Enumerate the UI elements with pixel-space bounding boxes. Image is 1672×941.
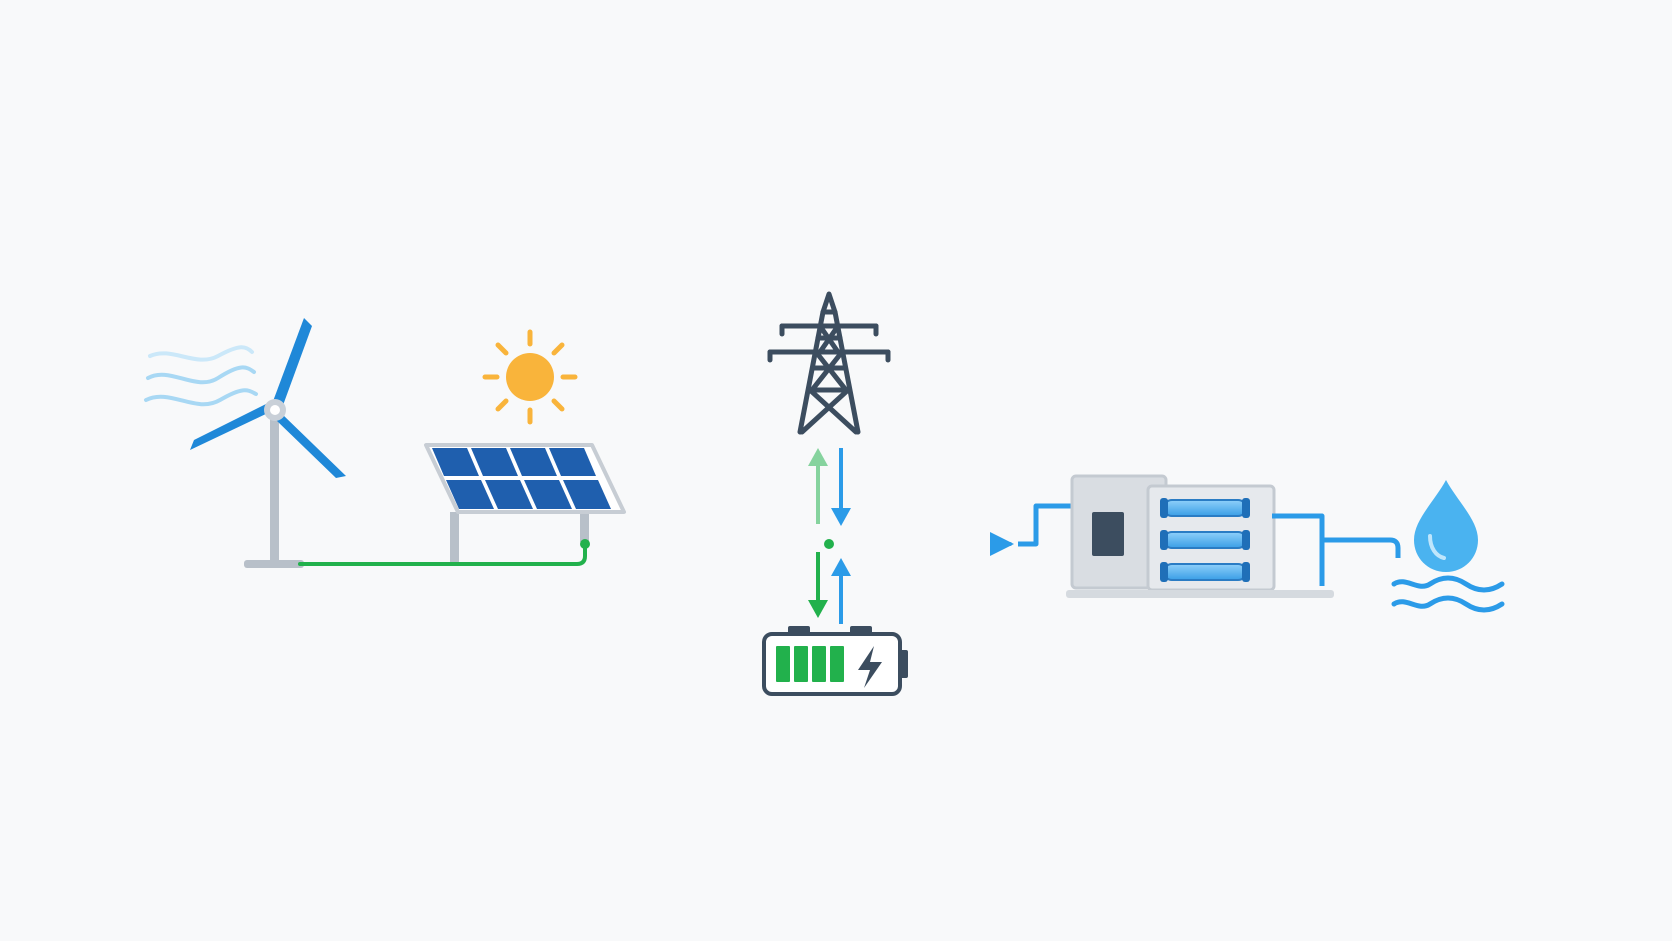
solar-panel-icon xyxy=(424,443,626,562)
wind-turbine-icon xyxy=(190,318,346,568)
membrane-tubes xyxy=(1160,498,1250,582)
lightning-icon xyxy=(858,646,882,688)
arrow-battery-to-bus xyxy=(831,558,851,624)
battery-icon xyxy=(762,626,908,696)
sun-icon xyxy=(482,329,578,425)
arrow-bus-to-battery xyxy=(808,552,828,618)
transmission-tower-icon xyxy=(767,291,891,435)
arrow-bus-to-grid xyxy=(808,448,828,524)
arrow-to-desalination xyxy=(990,532,1014,556)
desalination-unit-icon xyxy=(1018,474,1401,598)
battery-charge-bars xyxy=(776,646,844,682)
wind-icon xyxy=(144,345,258,407)
water-drop-icon xyxy=(1414,480,1478,572)
power-bus xyxy=(298,539,1012,566)
water-waves-icon xyxy=(1391,575,1505,613)
arrow-grid-to-bus xyxy=(831,448,851,526)
